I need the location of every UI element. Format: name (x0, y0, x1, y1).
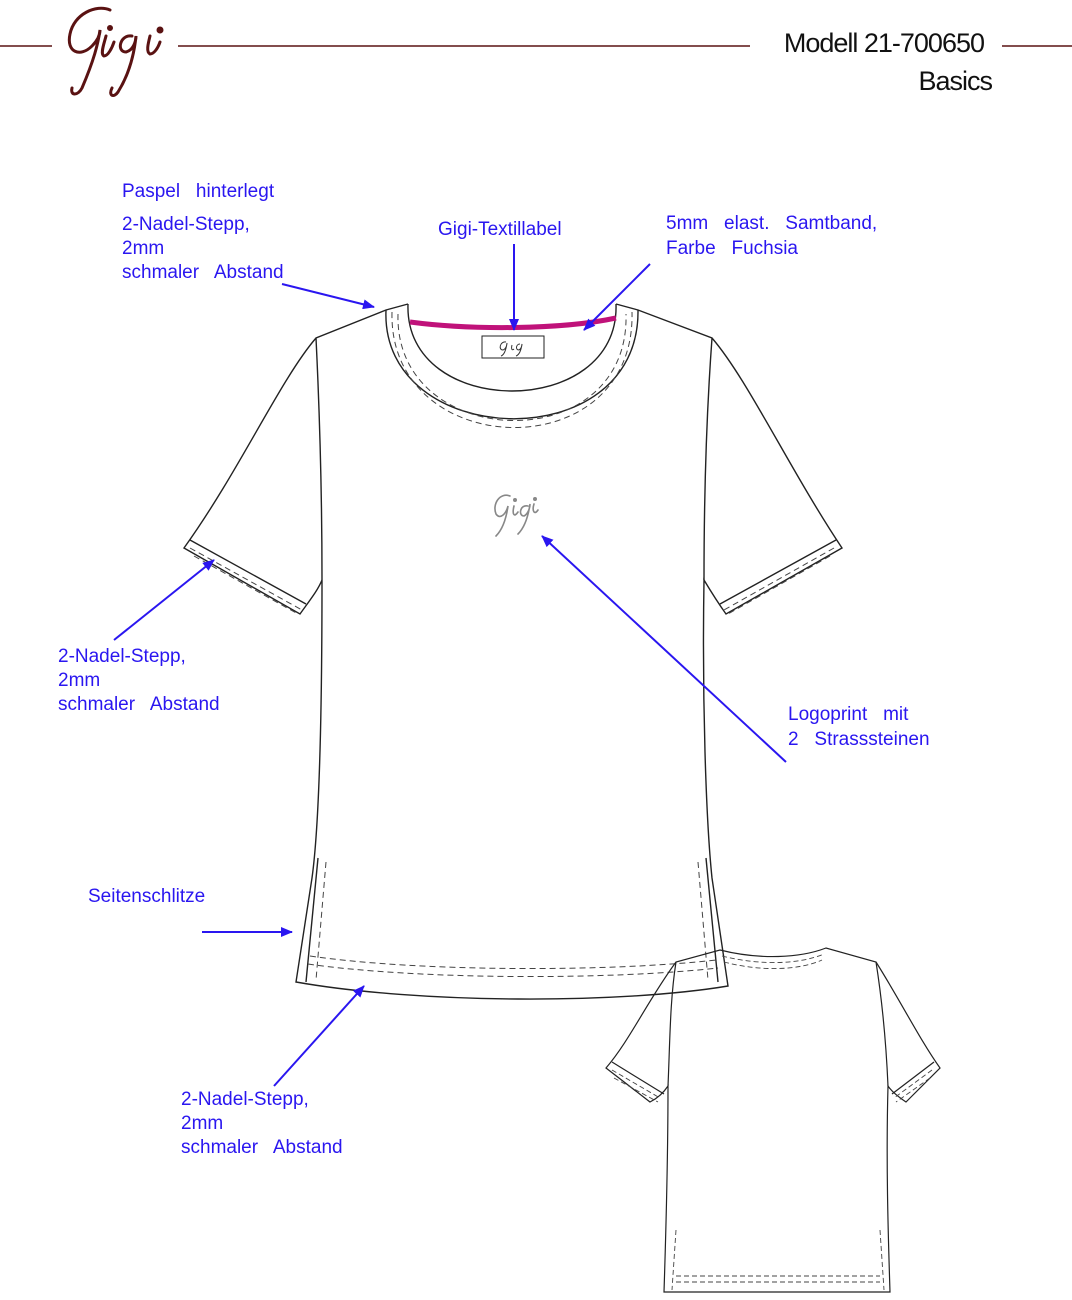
arrow-icon (273, 985, 365, 1087)
logoprint-icon (494, 494, 539, 537)
annotation-line: Farbe Fuchsia (666, 238, 798, 259)
annotation-line: schmaler Abstand (181, 1137, 343, 1158)
annotation-line: schmaler Abstand (58, 694, 220, 715)
annotation-line: 2mm (122, 238, 165, 259)
arrow-icon (583, 263, 651, 331)
gigi-logo-icon (67, 6, 164, 97)
arrow-icon (281, 283, 375, 310)
annotation-line: Logoprint mit (788, 704, 909, 725)
annotation-line: schmaler Abstand (122, 262, 284, 283)
back-stitching (611, 953, 933, 1291)
annotation-textillabel: Gigi-Textillabel (438, 219, 562, 240)
front-stitching (189, 311, 835, 981)
annotation-arrows (113, 244, 787, 1087)
annotation-line: 2mm (58, 670, 101, 691)
product-line: Basics (918, 66, 993, 97)
annotation-seitenschlitze: Seitenschlitze (88, 886, 206, 907)
annotation-paspel: Paspel hinterlegt (122, 181, 275, 202)
arrow-icon (541, 535, 787, 763)
back-tshirt (605, 947, 941, 1293)
annotation-line: 5mm elast. Samtband, (666, 213, 878, 234)
annotation-line: 2-Nadel-Stepp, (58, 646, 186, 667)
annotation-line: 2mm (181, 1113, 224, 1134)
annotation-line: 2-Nadel-Stepp, (181, 1089, 309, 1110)
model-number: Modell 21-700650 (775, 28, 992, 59)
arrow-icon (113, 559, 215, 641)
annotation-line: 2-Nadel-Stepp, (122, 214, 250, 235)
annotation-line: 2 Strasssteinen (788, 729, 930, 750)
gigi-label-icon (481, 335, 545, 359)
front-tshirt (182, 303, 843, 1000)
